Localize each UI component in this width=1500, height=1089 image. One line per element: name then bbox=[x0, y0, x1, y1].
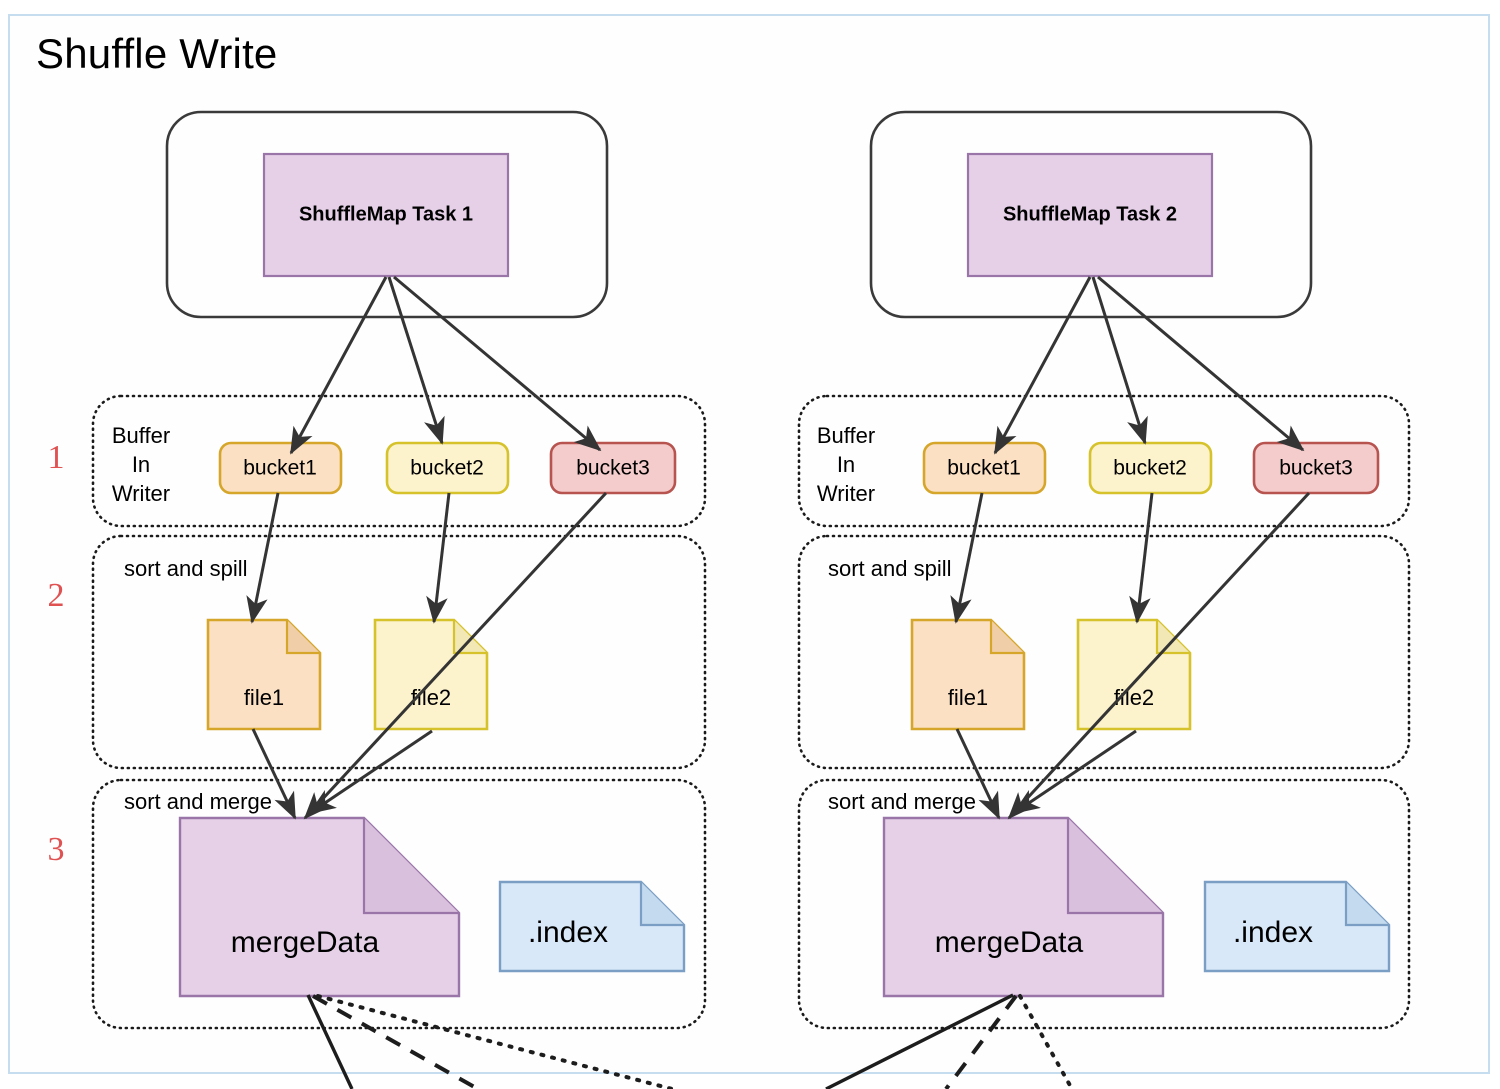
buffer-container-2 bbox=[797, 394, 1411, 528]
buffer-label-line1-2: Buffer bbox=[817, 423, 875, 448]
sort-and-spill-label-1: sort and spill bbox=[124, 556, 248, 581]
file1-label-task1: file1 bbox=[244, 685, 284, 710]
buffer-label-line2-2: In bbox=[837, 452, 855, 477]
file2-fold-task1 bbox=[452, 620, 487, 655]
index-label-task2: .index bbox=[1233, 916, 1313, 949]
sort-and-merge-label-2: sort and merge bbox=[828, 789, 976, 814]
index-label-task1: .index bbox=[528, 916, 608, 949]
merge-container-1 bbox=[91, 778, 707, 1030]
index-fold-task2 bbox=[1344, 882, 1389, 927]
shufflemap-task-1-box[interactable] bbox=[262, 152, 510, 278]
arrow-task1-to-bucket2 bbox=[387, 276, 445, 445]
bucket3-box-task1[interactable] bbox=[549, 441, 677, 495]
arrow-task2-to-bucket1 bbox=[993, 276, 1092, 455]
task-group-1: ShuffleMap Task 1 Buffer In Writer bucke… bbox=[91, 110, 707, 1089]
step-number-2: 2 bbox=[48, 577, 65, 614]
task-container-2 bbox=[869, 110, 1313, 319]
bucket3-label-task1: bucket3 bbox=[576, 457, 650, 480]
shufflemap-task-2-label: ShuffleMap Task 2 bbox=[1003, 203, 1177, 225]
index-fold-task1 bbox=[639, 882, 684, 927]
step-number-3: 3 bbox=[48, 831, 65, 868]
buffer-container-1 bbox=[91, 394, 707, 528]
arrow-bucket2-to-file2 bbox=[426, 492, 451, 624]
file1-fold-task1 bbox=[285, 620, 320, 655]
buffer-label-line1-1: Buffer bbox=[112, 423, 170, 448]
file1-label-task2: file1 bbox=[948, 685, 988, 710]
spill-container-2 bbox=[797, 534, 1411, 770]
arrow-file1-to-mergedata-task2 bbox=[955, 728, 1001, 820]
merge-container-2 bbox=[797, 778, 1411, 1030]
buffer-label-line3-1: Writer bbox=[112, 481, 170, 506]
mergedata-label-task1: mergeData bbox=[231, 926, 380, 959]
arrow-task2-to-bucket2 bbox=[1091, 276, 1148, 445]
bucket3-label-task2: bucket3 bbox=[1279, 457, 1353, 480]
mergedata-fold-task2 bbox=[1066, 818, 1163, 915]
file2-fold-task2 bbox=[1155, 620, 1190, 655]
bucket2-label-task2: bucket2 bbox=[1113, 457, 1187, 480]
mergedata-out-solid-task2 bbox=[825, 993, 1014, 1089]
bucket1-label-task2: bucket1 bbox=[947, 457, 1021, 480]
mergedata-out-dotted-task2 bbox=[1018, 994, 1074, 1089]
mergedata-out-dashed-task2 bbox=[944, 994, 1018, 1089]
arrow-bucket2-to-file2-task2 bbox=[1129, 492, 1154, 624]
file1-fold-task2 bbox=[989, 620, 1024, 655]
arrow-file1-to-mergedata-task1 bbox=[251, 728, 297, 820]
shufflemap-task-2-box[interactable] bbox=[966, 152, 1214, 278]
index-shape-task2[interactable] bbox=[1203, 880, 1391, 973]
index-shape-task1[interactable] bbox=[498, 880, 686, 973]
mergedata-label-task2: mergeData bbox=[935, 926, 1084, 959]
arrow-bucket1-to-file1 bbox=[246, 492, 280, 624]
page-title: Shuffle Write bbox=[36, 30, 278, 77]
spill-container-1 bbox=[91, 534, 707, 770]
step-number-1: 1 bbox=[48, 439, 65, 476]
arrow-task2-to-bucket3 bbox=[1097, 275, 1305, 452]
bucket3-box-task2[interactable] bbox=[1252, 441, 1380, 495]
bucket1-label-task1: bucket1 bbox=[243, 457, 317, 480]
buffer-label-line3-2: Writer bbox=[817, 481, 875, 506]
bucket1-box-task2[interactable] bbox=[922, 441, 1047, 495]
task-group-2: ShuffleMap Task 2 Buffer In Writer bucke… bbox=[797, 110, 1411, 1089]
mergedata-out-solid-task1 bbox=[306, 994, 354, 1089]
arrow-file2-to-mergedata-task1 bbox=[308, 729, 433, 815]
mergedata-fold-task1 bbox=[362, 818, 459, 915]
mergedata-out-dashed-task1 bbox=[312, 994, 479, 1089]
task-container-1 bbox=[165, 110, 609, 319]
shufflemap-task-1-label: ShuffleMap Task 1 bbox=[299, 203, 473, 225]
arrow-bucket3-to-mergedata-task2 bbox=[1007, 491, 1311, 820]
buffer-label-line2-1: In bbox=[132, 452, 150, 477]
mergedata-out-dotted-task1 bbox=[316, 994, 674, 1089]
arrow-task1-to-bucket3 bbox=[393, 275, 602, 452]
arrow-file2-to-mergedata-task2 bbox=[1012, 729, 1137, 815]
bucket1-box-task1[interactable] bbox=[218, 441, 343, 495]
sort-and-spill-label-2: sort and spill bbox=[828, 556, 952, 581]
arrow-bucket3-to-mergedata-task1 bbox=[303, 491, 608, 820]
sort-and-merge-label-1: sort and merge bbox=[124, 789, 272, 814]
arrow-task1-to-bucket1 bbox=[289, 276, 388, 455]
arrow-bucket1-to-file1-task2 bbox=[950, 492, 984, 624]
bucket2-label-task1: bucket2 bbox=[410, 457, 484, 480]
